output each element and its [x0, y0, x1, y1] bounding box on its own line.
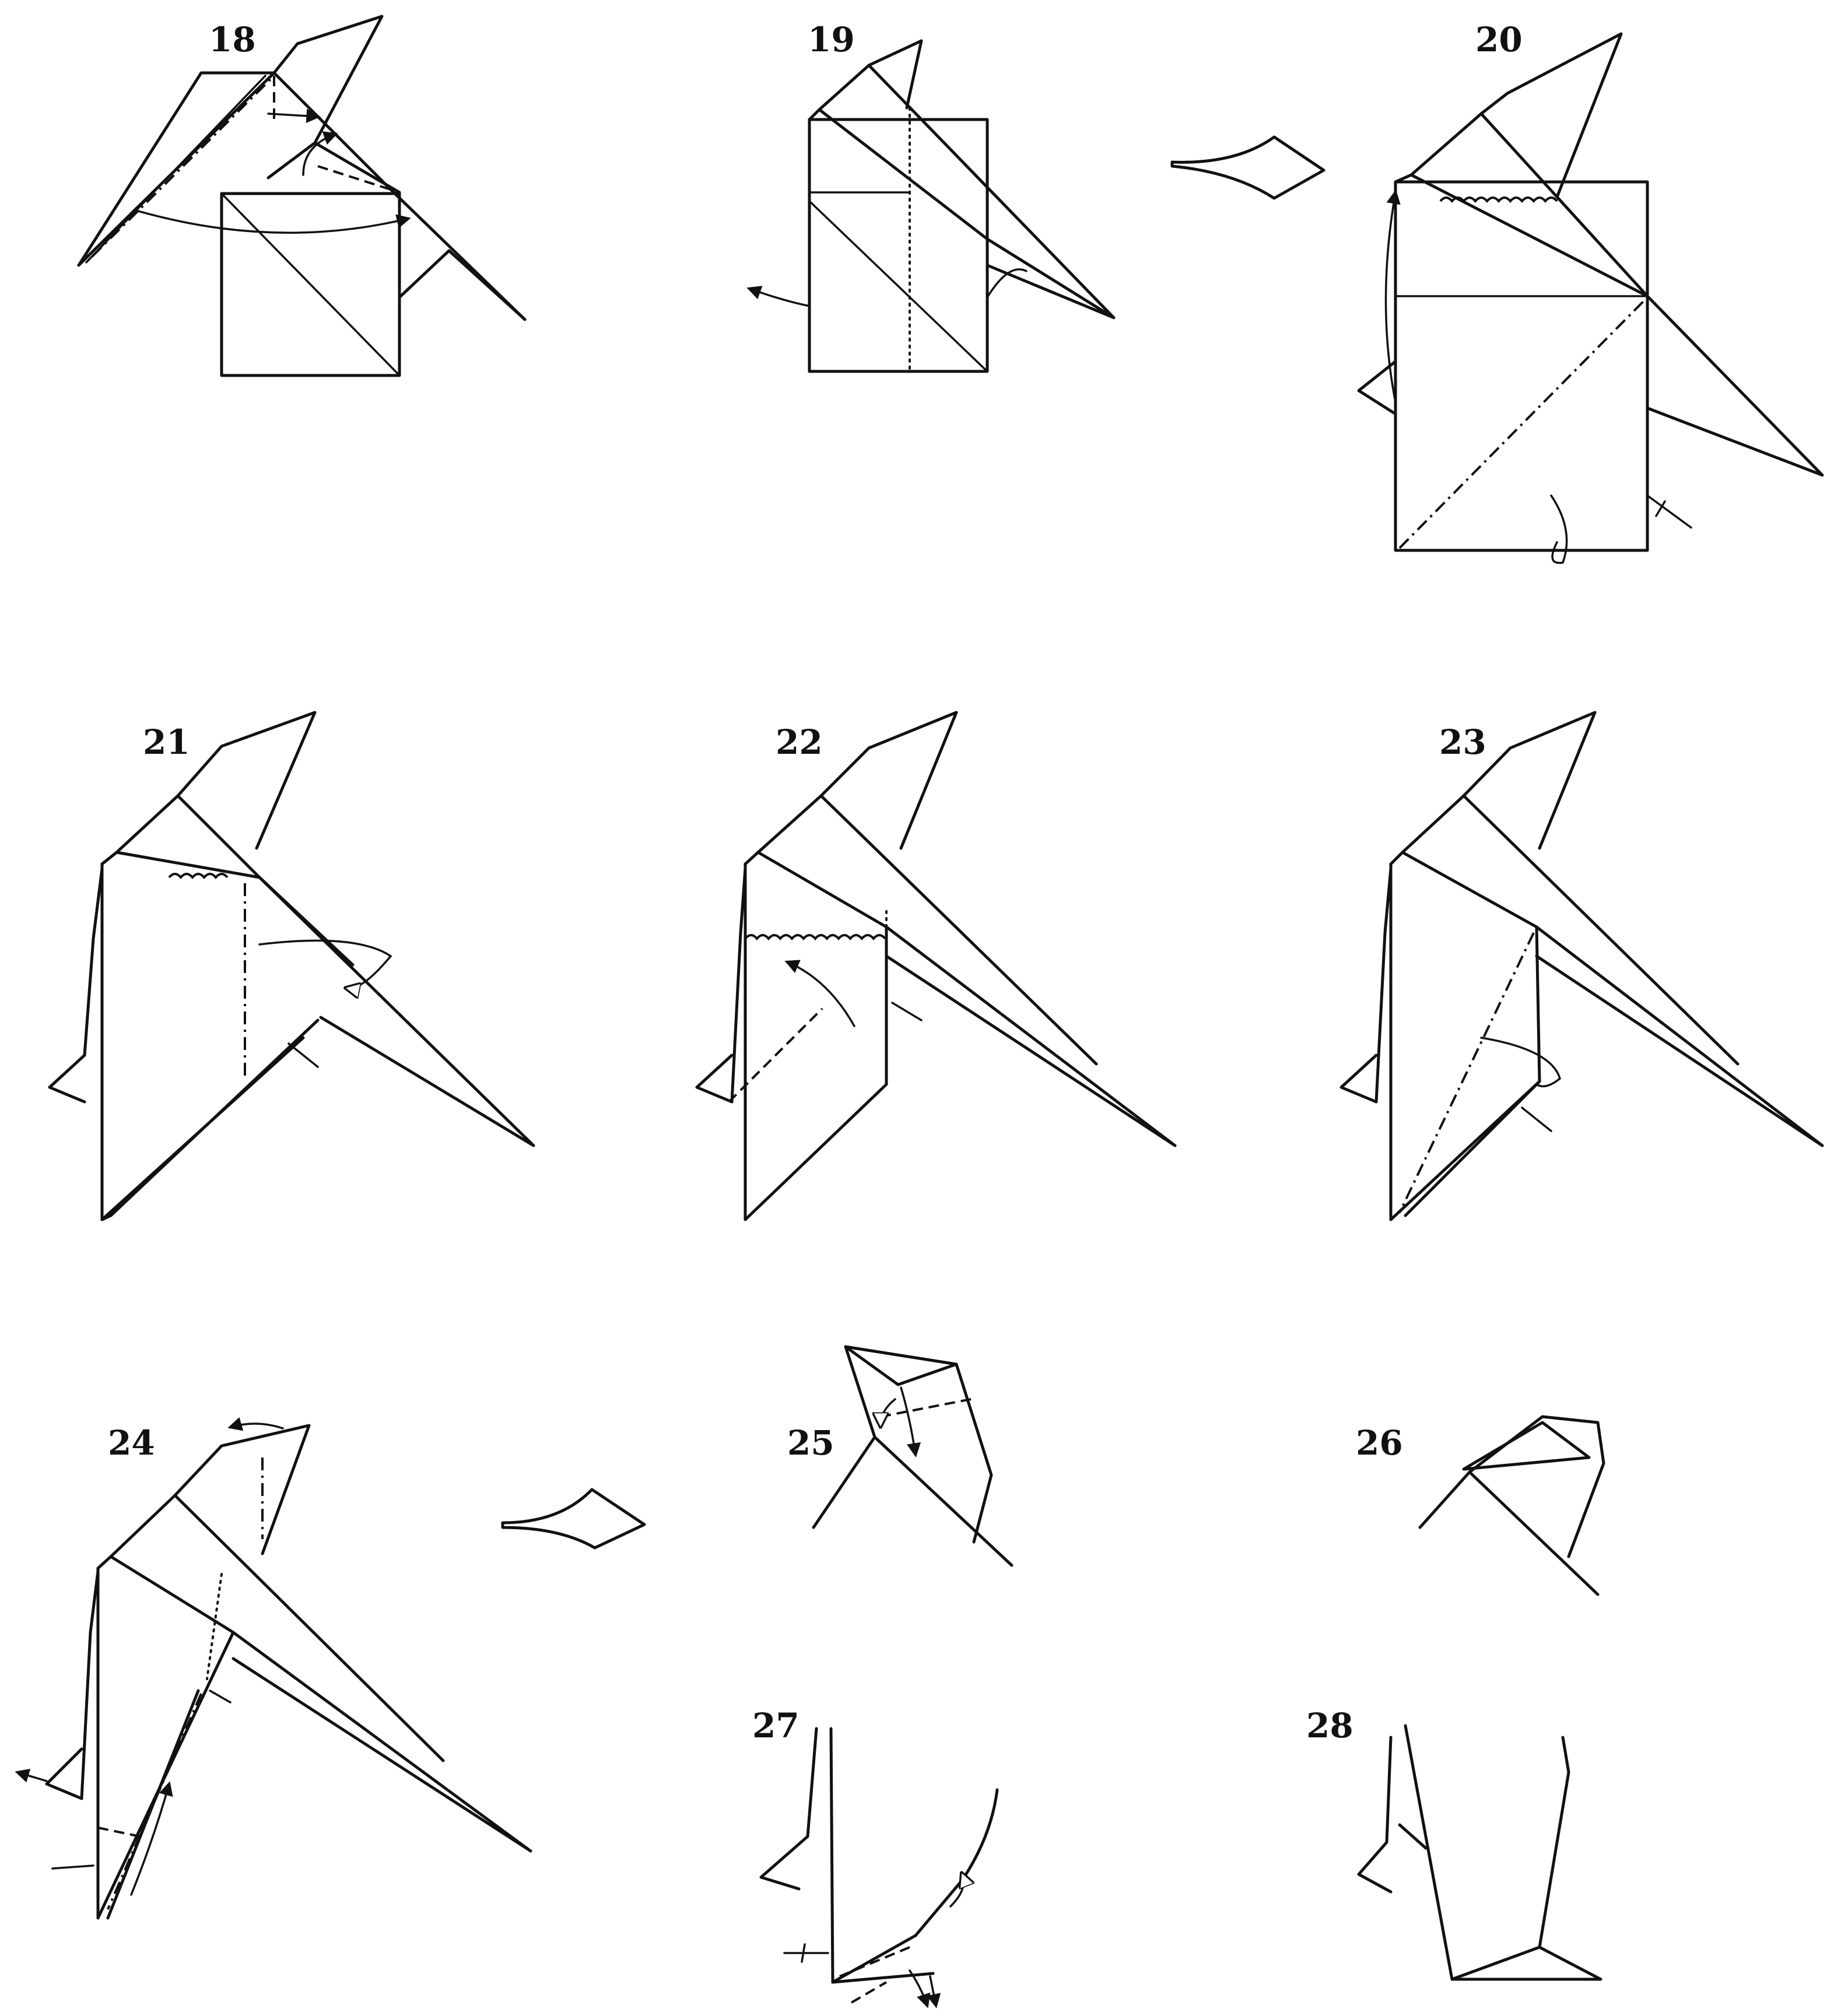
- pinch-mark-icon: [802, 1944, 805, 1962]
- step-number: 23: [1439, 722, 1486, 762]
- fold-arrow: [268, 114, 318, 117]
- step-number: 22: [776, 722, 823, 762]
- step-22: 22: [697, 712, 1175, 1220]
- step-number: 27: [752, 1706, 799, 1745]
- enlarge-view-icon: [503, 1490, 644, 1548]
- wing-edge: [175, 1495, 443, 1761]
- fold-arrow: [134, 210, 408, 233]
- neck-line: [1420, 1472, 1598, 1594]
- valley-fold-line: [729, 1009, 822, 1102]
- layer-edge: [102, 864, 318, 1220]
- head-outline: [813, 1347, 991, 1542]
- body-crease: [1400, 1825, 1426, 1848]
- crease-diagonal: [809, 201, 987, 371]
- pinch-mark-icon: [892, 1003, 921, 1020]
- leg-front: [1405, 1726, 1452, 1979]
- back-flap: [761, 1729, 816, 1889]
- step-18: 18: [79, 16, 525, 375]
- tail-edge: [399, 251, 525, 319]
- wing-flap: [1402, 852, 1822, 1146]
- layer-edge: [86, 76, 265, 262]
- fold-behind-arrow: [260, 940, 391, 988]
- step-27: 27: [752, 1706, 997, 2006]
- pinch-mark-icon: [1647, 496, 1691, 528]
- step-number: 21: [143, 722, 190, 762]
- step-20: 20: [1359, 20, 1822, 563]
- wing-flap: [178, 796, 534, 1146]
- valley-fold-line: [98, 1828, 140, 1836]
- wing-edge: [1464, 796, 1738, 1064]
- back-flap: [1359, 1737, 1391, 1892]
- pleat-arrow: [749, 289, 809, 306]
- step-number: 28: [1306, 1706, 1353, 1745]
- step-21: 21: [50, 712, 534, 1220]
- wing-flap: [111, 1557, 531, 1851]
- step-28: 28: [1306, 1706, 1601, 1979]
- wing-edge: [821, 796, 1096, 1064]
- back-flap: [50, 1055, 85, 1102]
- neck-line: [875, 1437, 1012, 1565]
- leg-back: [1540, 1737, 1569, 1947]
- fold-arrow: [303, 134, 335, 175]
- fold-arrow: [787, 962, 854, 1026]
- fold-arrow: [881, 1399, 895, 1425]
- fold-behind-arrow: [987, 269, 1026, 297]
- pinch-mark-icon: [289, 1044, 318, 1067]
- step-25: 25: [787, 1347, 1012, 1565]
- mountain-fold-line: [1400, 933, 1534, 1213]
- step-19: 19: [749, 20, 1114, 371]
- wing-flap: [819, 110, 1114, 318]
- step-number: 18: [209, 20, 256, 59]
- paper-body: [745, 864, 886, 1220]
- pinch-mark-icon: [52, 1866, 93, 1869]
- back-flap: [47, 1749, 82, 1799]
- head-flap: [1391, 712, 1595, 864]
- pinch-mark-icon: [1522, 1108, 1551, 1131]
- foot: [1452, 1947, 1601, 1979]
- wing-edge: [1481, 114, 1647, 296]
- step-number: 20: [1475, 20, 1523, 59]
- mountain-fold-line: [1400, 297, 1647, 548]
- wing-fold: [117, 852, 353, 965]
- paper-body: [809, 120, 987, 371]
- cut-away-line: [169, 874, 227, 877]
- wing-flap: [758, 852, 1175, 1146]
- back-layer: [1376, 869, 1391, 1102]
- wing-fold: [1405, 927, 1540, 1216]
- head-flap: [274, 16, 382, 143]
- fold-behind-arrow: [1551, 496, 1567, 563]
- pinch-mark-icon: [210, 1691, 230, 1702]
- step-23: 23: [1341, 712, 1822, 1220]
- fold-arrow: [901, 1388, 916, 1455]
- paper-body: [102, 864, 303, 1220]
- body-curve: [833, 1790, 997, 1982]
- back-flap: [697, 1055, 732, 1102]
- step-number: 24: [108, 1423, 155, 1463]
- step-number: 26: [1356, 1423, 1403, 1463]
- head-flap: [102, 712, 315, 864]
- valley-fold-line: [881, 1399, 971, 1417]
- step-26: 26: [1356, 1417, 1604, 1594]
- paper-body: [1395, 182, 1647, 550]
- body-edge: [831, 1729, 833, 1982]
- turn-over-arrow-icon: [1172, 137, 1324, 198]
- fold-behind-arrow: [1481, 1038, 1560, 1086]
- crease-diagonal: [222, 194, 399, 375]
- step-number: 19: [808, 20, 855, 59]
- back-flap: [1341, 1055, 1376, 1102]
- fold-arrow: [17, 1772, 47, 1781]
- step-24: 24: [17, 1423, 531, 1918]
- back-layer: [732, 869, 745, 1102]
- step-number: 25: [787, 1423, 834, 1463]
- beak-edge: [846, 1347, 956, 1385]
- wing-fold: [268, 143, 399, 192]
- cut-away-line: [745, 935, 885, 939]
- fold-arrow: [930, 1976, 936, 2006]
- back-layer: [82, 1571, 98, 1799]
- wing-flap: [1411, 175, 1822, 475]
- fold-arrow: [230, 1424, 283, 1428]
- valley-fold-line: [851, 1982, 886, 2003]
- back-layer: [85, 869, 102, 1055]
